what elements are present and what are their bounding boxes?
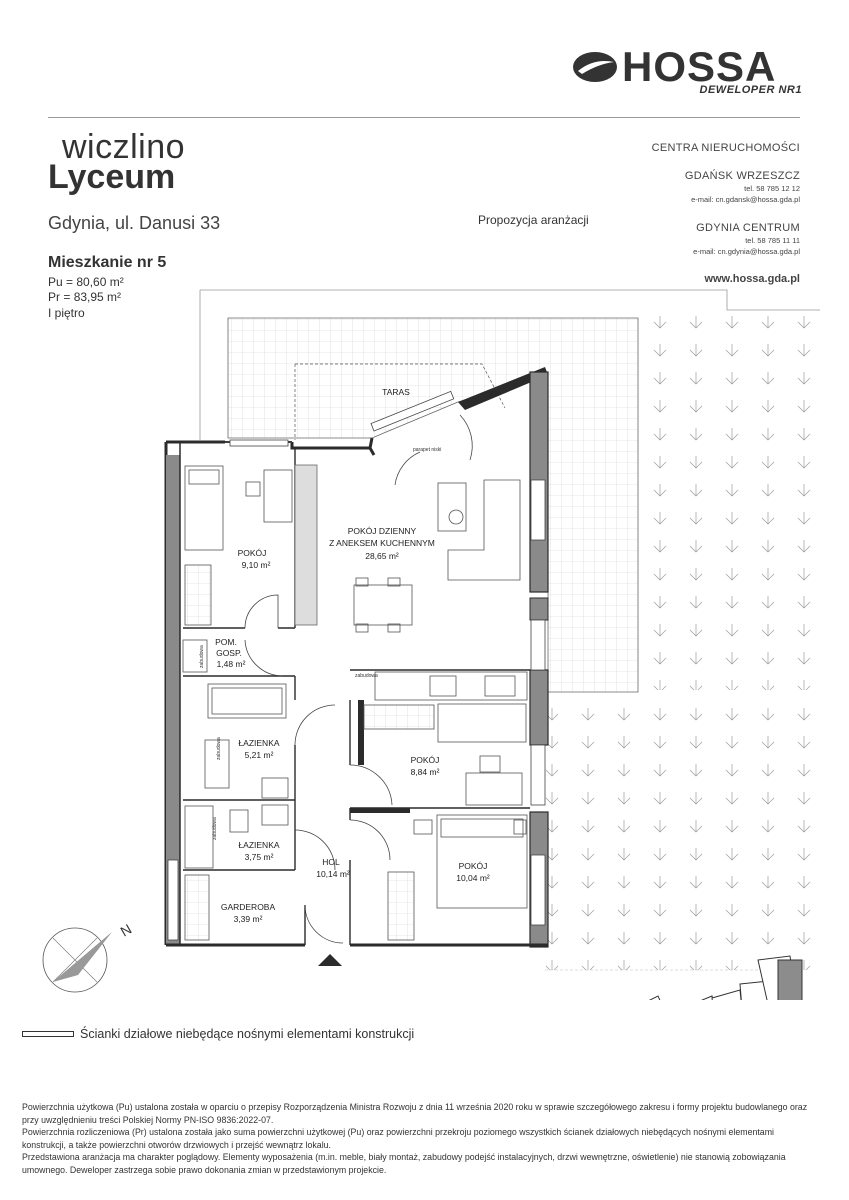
- room-label-bath1: ŁAZIENKA: [238, 738, 279, 748]
- floor-plan: TARAS parapet niski: [42, 289, 825, 1000]
- room-area-living: 28,65 m²: [365, 551, 399, 561]
- door-swings: [244, 414, 473, 944]
- room-area-pokoj2: 8,84 m²: [411, 767, 440, 777]
- room-label-pokoj2: POKÓJ: [411, 755, 440, 765]
- room-label-gosp-1: POM.: [215, 637, 237, 647]
- room-area-pokoj1: 9,10 m²: [242, 560, 271, 570]
- room-label-pokoj1: POKÓJ: [238, 548, 267, 558]
- room-label-pokoj3: POKÓJ: [459, 861, 488, 871]
- hossa-logo: HOSSA DEWELOPER NR1: [572, 44, 802, 104]
- footnote-2: Powierzchnia rozliczeniowa (Pr) ustalona…: [22, 1127, 774, 1150]
- office1-name: GDAŃSK WRZESZCZ: [684, 170, 800, 182]
- pr-value: 83,95 m²: [73, 290, 122, 304]
- office1-email: e-mail: cn.gdansk@hossa.gda.pl: [691, 195, 800, 204]
- legend-text: Ścianki działowe niebędące nośnymi eleme…: [80, 1027, 415, 1041]
- office2-tel: tel. 58 785 11 11: [745, 236, 800, 245]
- room-area-pokoj3: 10,04 m²: [456, 873, 490, 883]
- room-label-gosp-2: GOSP.: [216, 648, 242, 658]
- brand-wiczlino: wiczlino: [62, 128, 186, 166]
- pu-value: 80,60 m²: [76, 275, 124, 289]
- office2-email: e-mail: cn.gdynia@hossa.gda.pl: [693, 247, 800, 256]
- entrance-arrow-icon: [318, 954, 342, 966]
- header-divider: [48, 117, 800, 118]
- room-area-bath1: 5,21 m²: [245, 750, 274, 760]
- compass-icon: N: [42, 921, 134, 993]
- zabudowa-label-kitchen: zabudowa: [355, 673, 378, 679]
- building-key-plan: [648, 955, 803, 1000]
- office2-name: GDYNIA CENTRUM: [696, 222, 800, 234]
- logo-word: HOSSA: [622, 43, 777, 90]
- apartment-pr: Pr = 83,95 m²: [48, 290, 121, 304]
- room-area-garderoba: 3,39 m²: [234, 914, 263, 924]
- legend-swatch: [22, 1031, 74, 1037]
- apartment-title: Mieszkanie nr 5: [48, 254, 167, 271]
- zabudowa-label-bath2: zabudowa: [212, 817, 218, 840]
- room-label-living-1: POKÓJ DZIENNY: [348, 526, 417, 536]
- room-label-hol: HOL: [322, 857, 340, 867]
- room-area-gosp: 1,48 m²: [217, 659, 246, 669]
- compass-north-label: N: [117, 921, 134, 940]
- apartment-pu: Pu = 80,60 m²: [48, 275, 124, 289]
- hossa-logo-icon: [573, 52, 617, 82]
- room-label-bath2: ŁAZIENKA: [238, 840, 279, 850]
- website-link[interactable]: www.hossa.gda.pl: [704, 273, 800, 285]
- footnote-1: Powierzchnia użytkowa (Pu) ustalona zost…: [22, 1102, 808, 1125]
- room-label-taras: TARAS: [382, 387, 410, 397]
- pr-label: Pr =: [48, 290, 74, 304]
- contact-heading: CENTRA NIERUCHOMOŚCI: [651, 142, 800, 154]
- parapet-label: parapet niski: [413, 447, 441, 453]
- room-area-bath2: 3,75 m²: [245, 852, 274, 862]
- logo-subtitle: DEWELOPER NR1: [699, 84, 802, 96]
- room-label-living-2: Z ANEKSEM KUCHENNYM: [329, 538, 435, 548]
- footnote-3: Przedstawiona aranżacja ma charakter pog…: [22, 1152, 786, 1175]
- apartment-floor: I piętro: [48, 306, 85, 320]
- zabudowa-label-gosp: zabudowa: [199, 645, 205, 668]
- zabudowa-label-bath1: zabudowa: [216, 737, 222, 760]
- room-label-garderoba: GARDEROBA: [221, 902, 276, 912]
- brand-lyceum: Lyceum: [48, 158, 176, 196]
- pu-label: Pu =: [48, 275, 77, 289]
- office1-tel: tel. 58 785 12 12: [744, 184, 800, 193]
- room-area-hol: 10,14 m²: [316, 869, 350, 879]
- proposal-label: Propozycja aranżacji: [478, 213, 589, 227]
- address: Gdynia, ul. Danusi 33: [48, 213, 221, 233]
